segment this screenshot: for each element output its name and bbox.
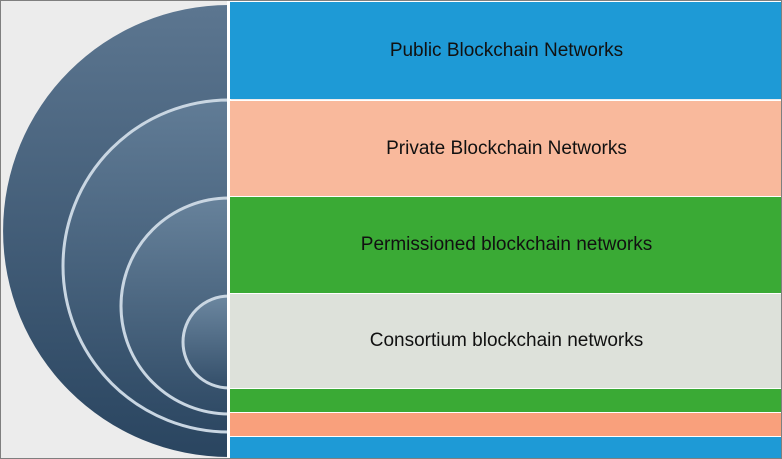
band-label-consortium: Consortium blockchain networks [369,330,644,351]
band-label-permissioned: Permissioned blockchain networks [360,234,653,255]
band-permissioned: Permissioned blockchain networks [230,196,781,293]
band-label-private: Private Blockchain Networks [386,137,627,159]
vertical-divider [227,1,231,458]
concentric-arcs-graphic [3,5,231,457]
band-strip-green [230,388,781,412]
band-strip-blue [230,436,781,458]
arc-inner [181,294,231,390]
band-consortium: Consortium blockchain networks [230,293,781,388]
band-strip-salmon [230,412,781,436]
band-private: Private Blockchain Networks [230,100,781,196]
band-public: Public Blockchain Networks [230,1,781,99]
band-label-public: Public Blockchain Networks [389,39,624,61]
